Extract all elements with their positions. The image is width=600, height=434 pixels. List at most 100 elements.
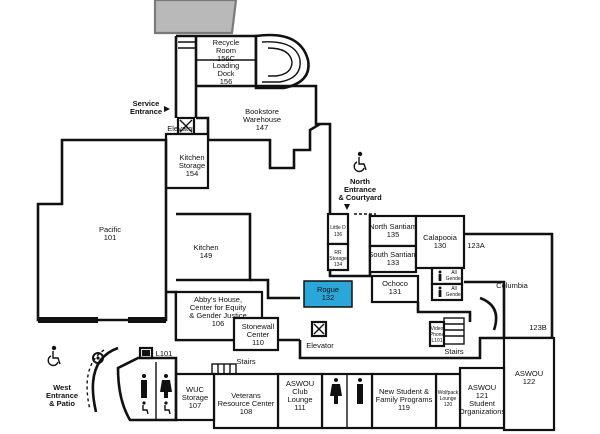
restroom-all-gender-1[interactable]: All Gender [430, 266, 464, 286]
room-veterans[interactable]: Veterans Resource Center 108 [212, 372, 280, 430]
room-loading-label-2: Dock [217, 69, 234, 78]
room-veterans-label-2: Resource Center [218, 399, 275, 408]
room-new-student-label-1: New Student & [379, 387, 429, 396]
room-bookstore-label-1: Bookstore [245, 107, 279, 116]
room-stonewall[interactable]: Stonewall Center 110 [232, 316, 280, 352]
room-north-santiam-label: North Santiam [369, 222, 417, 231]
room-wuc-storage[interactable]: WUC Storage 107 [174, 372, 216, 422]
room-stonewall-number: 110 [252, 338, 264, 347]
room-recycle-label-1: Recycle [213, 38, 240, 47]
room-rr-storage-label-2: Storage [329, 256, 347, 262]
room-kitchen-storage-label-1: Kitchen [179, 153, 204, 162]
restroom-icon [141, 374, 172, 398]
room-south-santiam-label: South Santiam [368, 250, 417, 259]
room-little-d-label: Little D [330, 225, 346, 231]
restrooms-center[interactable] [320, 372, 374, 430]
room-bookstore-number: 147 [256, 123, 269, 132]
west-entrance-label-2: Entrance [46, 391, 78, 400]
room-abbys-label-3: & Gender Justice [189, 311, 247, 320]
elevator-bottom[interactable]: Elevator [306, 320, 334, 350]
service-entrance[interactable]: Service Entrance [130, 99, 177, 118]
accessible-icon [353, 151, 367, 173]
room-aswou-122[interactable]: ASWOU 122 [502, 336, 556, 432]
room-columbia-label: Columbia [496, 281, 529, 290]
room-stonewall-label-2: Center [247, 330, 270, 339]
all-gender-2-label-1: All [451, 286, 457, 292]
room-aswou-121-label-1: ASWOU [468, 383, 496, 392]
room-aswou-club-label-2: Club [292, 387, 307, 396]
room-aswou-club[interactable]: ASWOU Club Lounge 111 [276, 372, 324, 430]
room-little-d-number: 136 [334, 232, 343, 238]
room-veterans-number: 108 [240, 407, 253, 416]
room-rogue[interactable]: Rogue 132 [303, 280, 353, 308]
room-new-student-number: 119 [398, 403, 410, 412]
room-bookstore-warehouse[interactable]: Bookstore Warehouse 147 [196, 84, 332, 210]
room-abbys-label-1: Abby's House, [194, 295, 242, 304]
elevator-bottom-label: Elevator [306, 341, 334, 350]
all-gender-2-label-2: Gender [446, 292, 463, 298]
arrow-down-icon [344, 204, 350, 210]
video-phone-label-2: Phone [430, 332, 445, 338]
service-area [174, 33, 310, 118]
video-phone-room[interactable]: Video Phone L101 [428, 320, 446, 348]
room-rogue-label: Rogue [317, 285, 339, 294]
stairs-icon [443, 317, 465, 345]
room-rr-storage[interactable]: RR Storage 134 [326, 242, 350, 272]
stairs-right[interactable]: Stairs [443, 317, 465, 356]
stairs-left[interactable]: Stairs [211, 357, 256, 375]
room-kitchen-number: 149 [200, 251, 213, 260]
room-wolfpack[interactable]: Wolfpack Lounge 120 [434, 372, 462, 430]
room-pacific-number: 101 [104, 233, 117, 242]
room-calapooia[interactable]: Calapooia 130 [414, 214, 466, 270]
room-wuc-storage-label-1: WUC [186, 385, 204, 394]
room-aswou-121[interactable]: ASWOU 121 Student Organizations [459, 366, 506, 430]
room-aswou-122-number: 122 [523, 377, 536, 386]
restrooms-left[interactable] [116, 356, 178, 422]
annex-building [153, 0, 238, 35]
room-recycle-number: 156C [217, 54, 236, 63]
service-entrance-label-1: Service [133, 99, 160, 108]
all-gender-1-label-1: All [451, 270, 457, 276]
west-entrance-label-1: West [53, 383, 71, 392]
room-loading-dock[interactable]: Loading Dock 156 [213, 61, 240, 86]
restroom-all-gender-2[interactable]: All Gender [430, 282, 464, 302]
room-aswou-122-label: ASWOU [515, 369, 543, 378]
room-kitchen-label: Kitchen [193, 243, 218, 252]
stairs-left-label: Stairs [236, 357, 255, 366]
elevator-top-label: Elevator [167, 124, 195, 133]
l101-phone[interactable]: L101 [138, 346, 172, 360]
room-ochoco[interactable]: Ochoco 131 [370, 274, 420, 304]
stairs-icon [211, 363, 237, 375]
stairs-right-label: Stairs [444, 347, 463, 356]
elevator-top[interactable]: Elevator [167, 116, 195, 136]
room-little-d[interactable]: Little D 136 [326, 212, 350, 246]
accessible-icon [164, 401, 171, 415]
room-stonewall-label-1: Stonewall [242, 322, 275, 331]
room-loading-label-1: Loading [213, 61, 240, 70]
north-entrance-label-1: North [350, 177, 370, 186]
phone-icon [142, 350, 150, 356]
room-pacific[interactable]: Pacific 101 [36, 138, 168, 323]
north-entrance[interactable]: North Entrance & Courtyard [338, 151, 382, 215]
elevator-icon [313, 323, 325, 335]
accessible-icon [47, 345, 61, 367]
room-north-santiam-number: 135 [387, 230, 400, 239]
room-aswou-121-label-3: Student [469, 399, 496, 408]
room-wolfpack-label-1: Wolfpack [438, 390, 459, 396]
room-south-santiam[interactable]: South Santiam 133 [368, 244, 418, 274]
room-new-student[interactable]: New Student & Family Programs 119 [370, 372, 438, 430]
room-kitchen-storage[interactable]: Kitchen Storage 154 [164, 132, 210, 190]
room-wuc-storage-number: 107 [189, 401, 202, 410]
restroom-icon [438, 286, 442, 297]
room-recycle[interactable]: Recycle Room 156C [213, 38, 240, 63]
room-north-santiam[interactable]: North Santiam 135 [368, 214, 418, 248]
room-kitchen[interactable]: Kitchen 149 [176, 212, 252, 282]
room-columbia[interactable]: 123A Columbia 123B [464, 232, 554, 340]
room-abbys-number: 106 [212, 319, 225, 328]
room-aswou-club-number: 111 [294, 403, 305, 412]
room-aswou-club-label-1: ASWOU [286, 379, 314, 388]
room-south-santiam-number: 133 [387, 258, 400, 267]
all-gender-1-label-2: Gender [446, 276, 463, 282]
west-entrance[interactable]: West Entrance & Patio [46, 345, 119, 413]
